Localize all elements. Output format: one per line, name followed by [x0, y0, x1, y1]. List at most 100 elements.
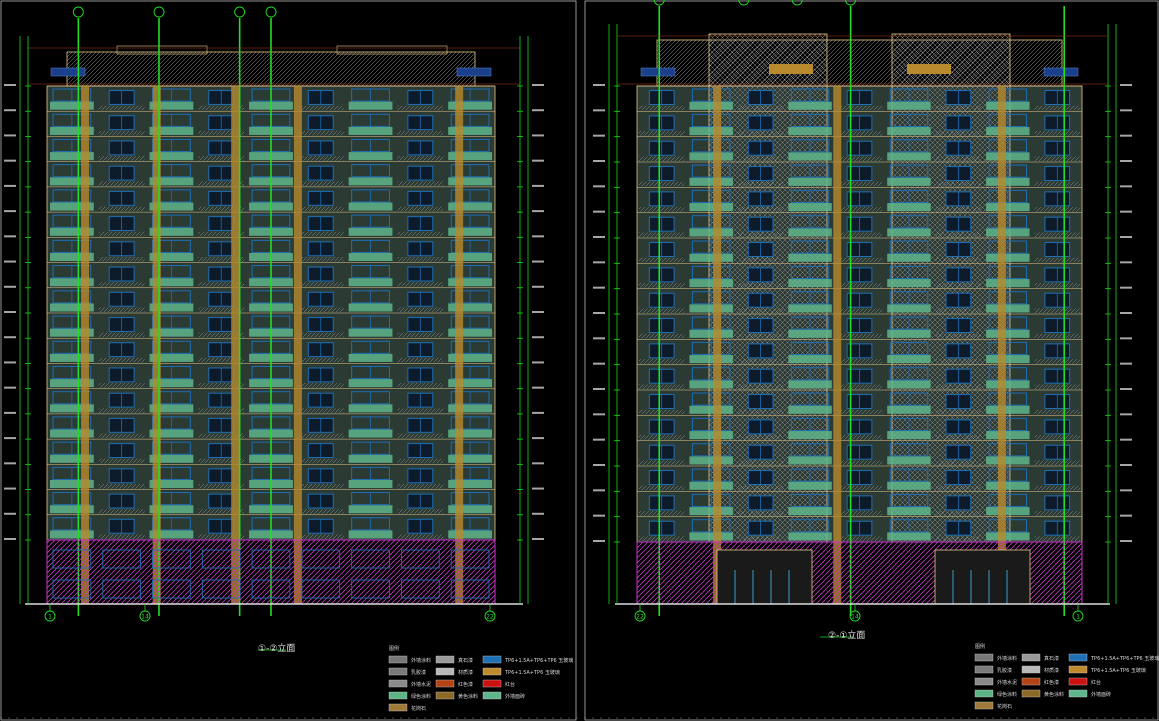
balcony-rail [348, 429, 393, 438]
spandrel [98, 458, 145, 464]
spandrel [639, 156, 685, 161]
spandrel [297, 282, 344, 287]
legend-label: 外墙涂料 [411, 657, 431, 664]
roof-railing [50, 67, 86, 77]
level-mark [4, 386, 16, 389]
balcony-rail [887, 481, 931, 490]
balcony-rail [348, 505, 393, 514]
balcony-rail [788, 253, 832, 262]
balcony-rail [448, 530, 492, 539]
podium-window [450, 549, 490, 569]
balcony-rail [149, 152, 194, 161]
level-mark [4, 336, 16, 339]
balcony-rail [887, 507, 931, 516]
balcony-rail [986, 228, 1030, 237]
balcony-rail [788, 127, 832, 136]
column-strip [455, 86, 464, 604]
column-strip [997, 86, 1006, 604]
level-mark [1120, 489, 1132, 492]
axis-bubble-top [653, 0, 665, 6]
balcony-rail [788, 203, 832, 212]
podium-window [102, 579, 142, 599]
spandrel [198, 206, 245, 212]
level-mark [4, 109, 16, 112]
spandrel [297, 181, 344, 186]
level-mark [4, 285, 16, 288]
spandrel [297, 357, 344, 363]
balcony-rail [149, 404, 194, 413]
level-mark [532, 386, 544, 389]
spandrel [297, 458, 344, 464]
legend-label: 外墙水泥 [997, 679, 1017, 686]
axis-label: 22 [636, 614, 644, 621]
balcony-rail [348, 353, 393, 362]
spandrel [737, 257, 784, 263]
spandrel [737, 131, 784, 136]
podium-window [301, 579, 341, 599]
spandrel [737, 207, 784, 212]
balcony-rail [448, 177, 492, 186]
balcony-rail [788, 456, 832, 465]
level-mark [4, 260, 16, 263]
balcony-rail [986, 203, 1030, 212]
spandrel [836, 435, 883, 440]
balcony-rail [689, 279, 733, 288]
level-mark [4, 462, 16, 465]
legend-swatch [1021, 653, 1041, 662]
legend-label: 绿色涂料 [411, 693, 431, 700]
balcony-rail [986, 253, 1030, 262]
legend-swatch [482, 691, 502, 700]
level-mark [1120, 160, 1132, 162]
legend-swatch [482, 655, 502, 664]
spandrel [737, 485, 784, 491]
spandrel [397, 408, 444, 413]
balcony-rail [348, 530, 393, 539]
legend-swatch [1021, 689, 1041, 698]
level-mark [532, 462, 544, 465]
balcony-rail [887, 532, 931, 541]
spandrel [836, 257, 883, 263]
balcony-rail [448, 479, 492, 489]
axis-bubble [484, 610, 496, 622]
spandrel [297, 105, 344, 111]
entrance-left [716, 549, 813, 605]
axis-bubble-top [791, 0, 803, 6]
spandrel [737, 536, 784, 541]
axis-label: 14 [141, 614, 149, 621]
spandrel [836, 308, 883, 313]
legend-label: TP6+1.5A+TP6+TP6 玉玻璃 [1090, 655, 1159, 662]
balcony-rail [50, 429, 94, 438]
spandrel [98, 307, 145, 312]
spandrel [935, 384, 982, 389]
level-mark [593, 464, 605, 466]
level-mark [532, 336, 544, 339]
balcony-rail [348, 404, 393, 413]
balcony-rail [986, 456, 1030, 465]
balcony-rail [149, 353, 194, 362]
spandrel [935, 485, 982, 491]
balcony-rail [689, 177, 733, 186]
balcony-rail [348, 202, 393, 211]
balcony-rail [788, 177, 832, 186]
spandrel [639, 359, 685, 364]
balcony-rail [348, 454, 393, 463]
legend-label: 外墙面砖 [505, 693, 525, 700]
level-mark [1120, 438, 1132, 441]
balcony-rail [986, 127, 1030, 136]
level-mark [532, 361, 544, 364]
legend-title: 图例 [389, 645, 399, 652]
balcony-rail [50, 328, 94, 337]
legend-label: 乳胶漆 [997, 667, 1012, 674]
spandrel [836, 384, 883, 389]
balcony-rail [448, 202, 492, 211]
balcony-rail [149, 379, 194, 388]
balcony-rail [887, 304, 931, 313]
spandrel [935, 207, 982, 212]
balcony-rail [348, 101, 393, 110]
spandrel [98, 282, 145, 287]
spandrel [397, 307, 444, 312]
level-mark [532, 84, 544, 86]
legend-label: 乳胶漆 [411, 669, 426, 676]
